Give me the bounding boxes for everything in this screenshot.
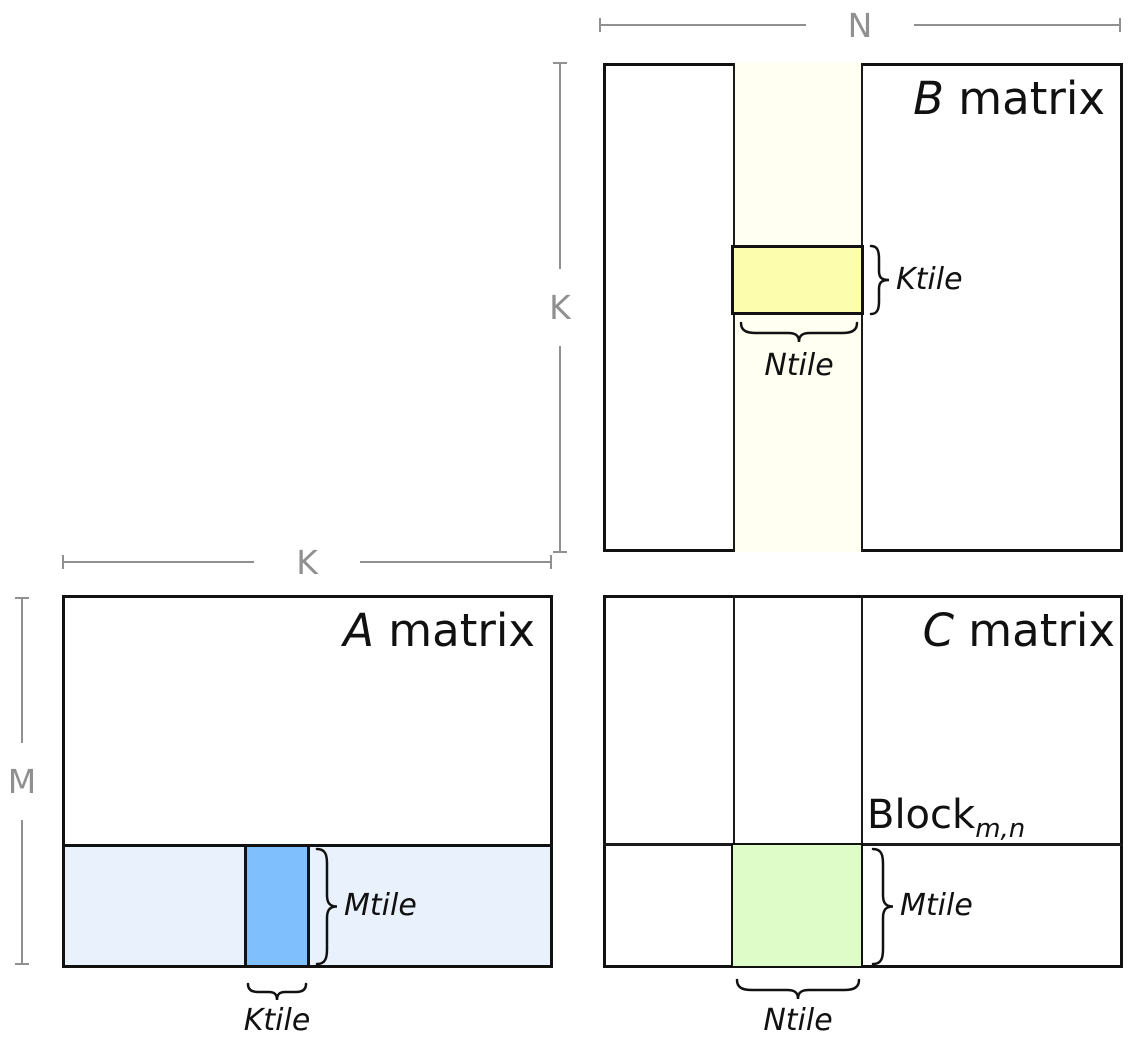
dimension-tick [599, 18, 601, 32]
c-matrix-title-letter: C [922, 604, 954, 657]
dimension-tick [553, 551, 567, 553]
block-label-text: Block [867, 792, 976, 838]
dimension-tick [15, 963, 29, 965]
b-matrix-ktile-ntile-tile [731, 245, 864, 315]
c-matrix-block-tile [731, 843, 863, 968]
a-matrix-mtile-ktile-tile [244, 844, 310, 968]
c-matrix-title: C matrix [865, 606, 1115, 656]
m-dimension-label: M [7, 761, 37, 801]
ntile-underbrace-c [735, 978, 861, 1000]
c-matrix-column-line-right [861, 595, 863, 845]
mtile-brace-a [315, 847, 338, 966]
a-matrix-title: A matrix [285, 606, 535, 656]
k-dimension-line-a: K [62, 542, 553, 582]
ntile-label-c: Ntile [763, 1003, 833, 1038]
mtile-label-a: Mtile [344, 888, 417, 923]
c-matrix-title-rest: matrix [954, 604, 1115, 657]
dimension-tick [15, 597, 29, 599]
mtile-brace-c [871, 847, 894, 966]
c-matrix-column-line-left [733, 595, 735, 845]
a-matrix-title-letter: A [343, 604, 374, 657]
dimension-tick [550, 555, 553, 569]
k-dimension-label-a: K [296, 542, 318, 582]
ktile-brace-b [869, 244, 890, 316]
dimension-segment [559, 346, 561, 551]
block-label-subscript: m,n [975, 814, 1026, 844]
dimension-segment [21, 819, 23, 963]
ntile-underbrace-b [739, 321, 859, 343]
dimension-segment [64, 561, 255, 563]
dimension-tick [553, 62, 567, 64]
dimension-tick [1119, 18, 1121, 32]
dimension-segment [21, 599, 23, 743]
b-matrix-title: B matrix [855, 74, 1105, 124]
n-dimension-label: N [847, 5, 873, 45]
c-matrix-row-line [603, 843, 1123, 846]
k-dimension-label-b: K [549, 288, 571, 327]
block-mn-label: Blockm,n [867, 795, 1025, 842]
mtile-label-c: Mtile [900, 888, 973, 923]
dimension-segment [601, 24, 806, 26]
c-matrix-box [603, 595, 1123, 968]
ktile-underbrace-a [246, 982, 308, 1001]
dimension-segment [359, 561, 551, 563]
ntile-label-b: Ntile [764, 348, 834, 383]
n-dimension-line: N [599, 5, 1121, 45]
a-matrix-title-rest: matrix [374, 604, 535, 657]
m-dimension-line: M [8, 597, 36, 965]
dimension-segment [559, 64, 561, 269]
b-matrix-title-letter: B [913, 72, 944, 125]
dimension-tick [62, 555, 64, 569]
b-matrix-title-rest: matrix [944, 72, 1105, 125]
dimension-segment [914, 24, 1119, 26]
k-dimension-line-b: K [546, 62, 574, 553]
ktile-label-a: Ktile [243, 1003, 311, 1038]
ktile-label-b: Ktile [896, 262, 963, 297]
